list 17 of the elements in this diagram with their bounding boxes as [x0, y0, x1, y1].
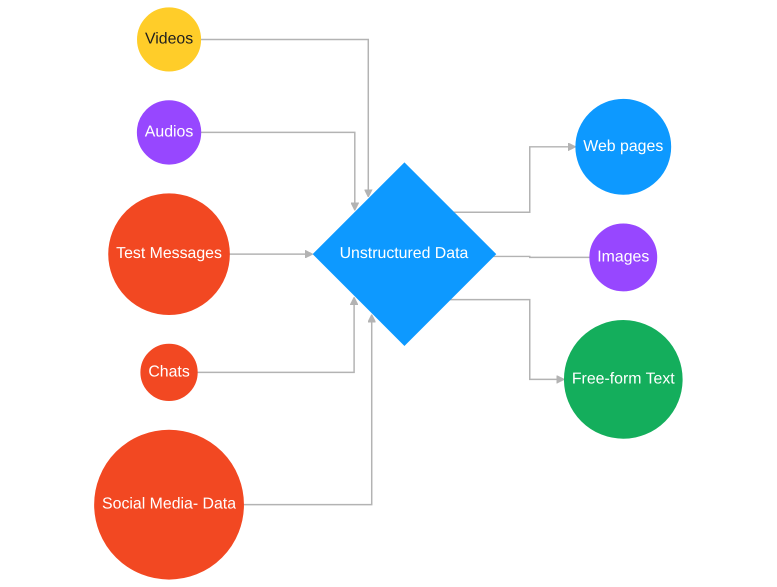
arrow: [200, 38, 373, 198]
arrow: [197, 296, 359, 374]
node-circle: Audios: [137, 100, 202, 165]
node-circle: Free-form Text: [564, 320, 683, 439]
node-circle: Chats: [140, 344, 198, 401]
arrow: [453, 142, 576, 213]
arrow: [450, 298, 565, 384]
arrow: [244, 314, 376, 506]
arrow: [230, 250, 314, 258]
node-circle: Web pages: [576, 98, 672, 195]
node-circle: Images: [589, 223, 658, 292]
node-circle: Videos: [137, 7, 202, 72]
node-circle: Test Messages: [108, 193, 230, 315]
connector: [492, 256, 591, 258]
arrow: [200, 132, 360, 211]
node-circle: Social Media- Data: [94, 430, 244, 580]
node-diamond: Unstructured Data: [312, 162, 496, 346]
